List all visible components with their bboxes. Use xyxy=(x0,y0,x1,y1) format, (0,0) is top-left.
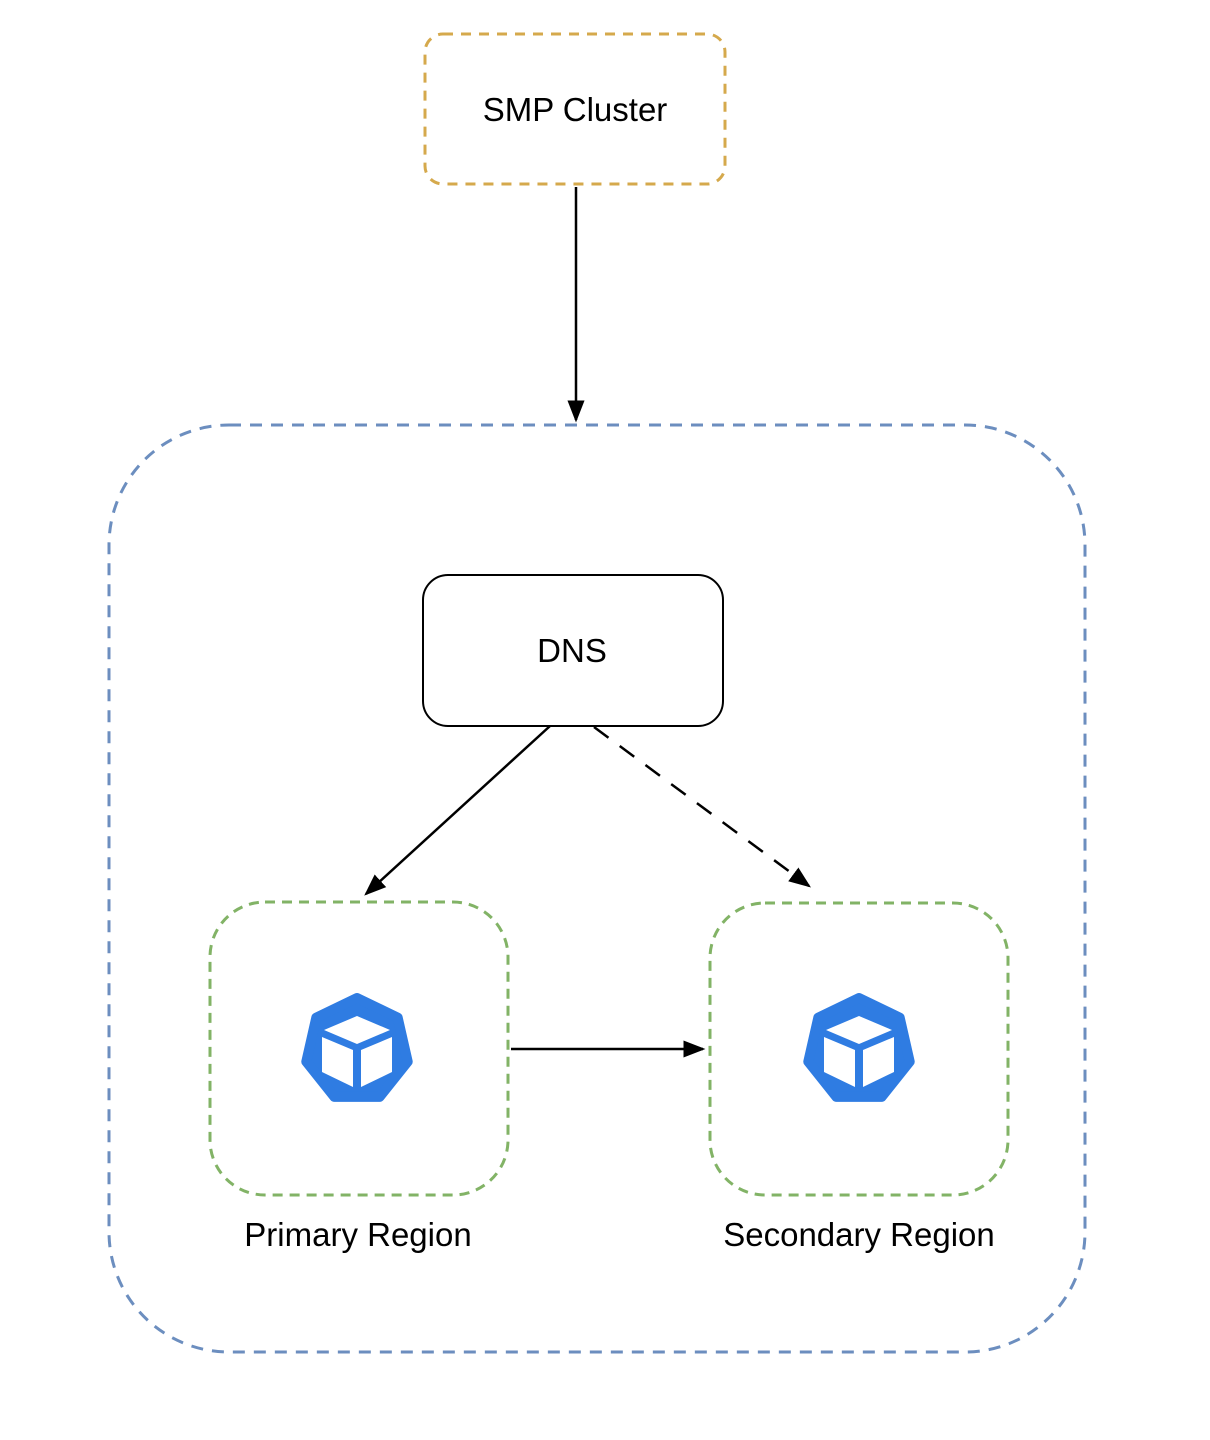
dns-label: DNS xyxy=(537,632,607,670)
edge-dns-to-primary xyxy=(364,725,551,896)
secondary-region-label: Secondary Region xyxy=(723,1216,995,1254)
cube-heptagon-icon xyxy=(306,998,407,1097)
edge-dns-to-secondary xyxy=(593,725,811,888)
smp-cluster-label: SMP Cluster xyxy=(482,91,668,129)
cube-heptagon-icon xyxy=(808,998,909,1097)
smp-cluster-box xyxy=(423,32,727,186)
dns-box xyxy=(422,574,724,727)
primary-region-label: Primary Region xyxy=(244,1216,472,1254)
primary-region-box xyxy=(208,900,510,1197)
secondary-region-box xyxy=(708,901,1010,1197)
dns-container-box xyxy=(107,423,1087,1354)
